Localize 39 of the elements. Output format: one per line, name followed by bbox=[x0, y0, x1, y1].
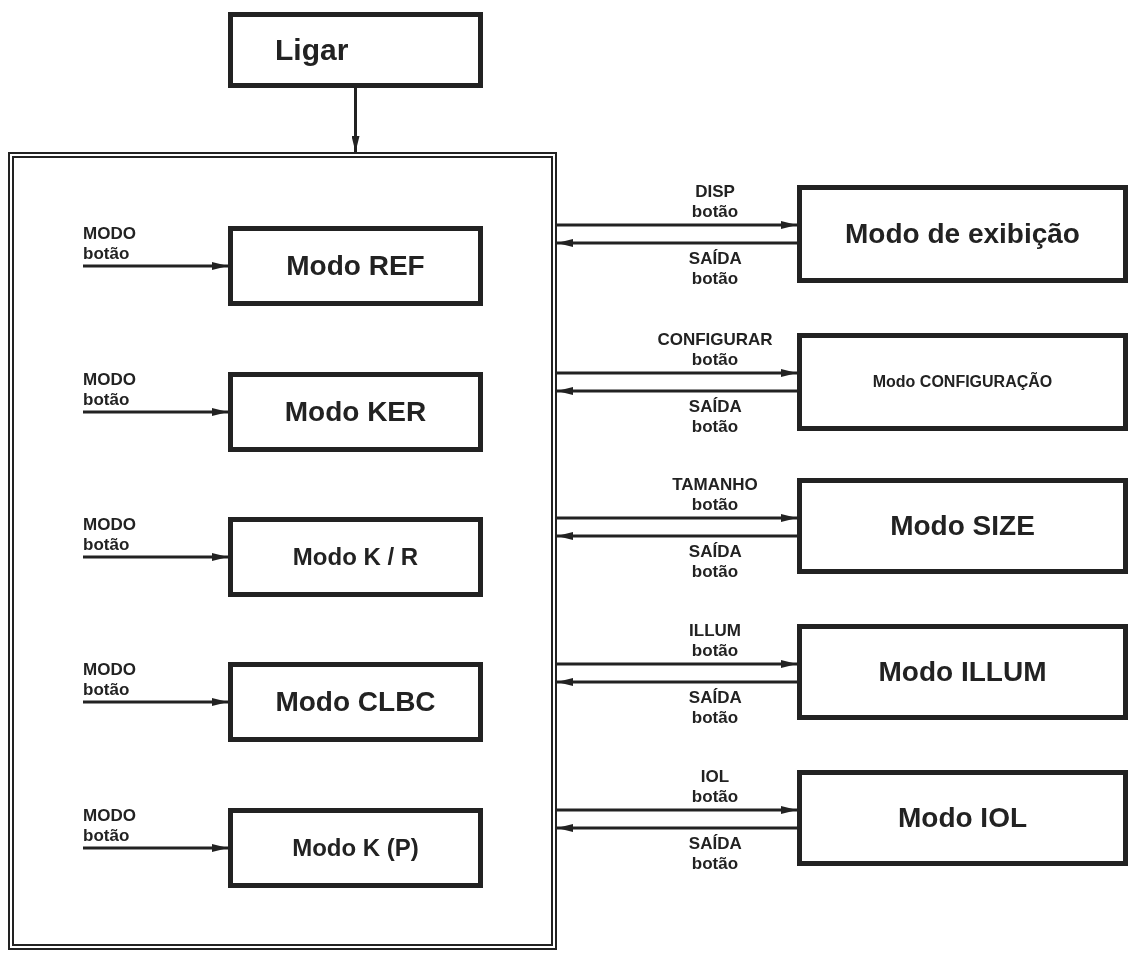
box-label: Modo CONFIGURAÇÃO bbox=[872, 373, 1053, 391]
box-label: Ligar bbox=[275, 33, 349, 67]
box-label: Modo CLBC bbox=[275, 686, 436, 718]
box-label: Modo K / R bbox=[292, 543, 419, 571]
mode-box bbox=[797, 478, 1128, 574]
arrow bbox=[83, 262, 228, 270]
mode-box bbox=[228, 517, 483, 597]
arrow bbox=[83, 698, 228, 706]
mode-box bbox=[797, 624, 1128, 720]
arrow bbox=[557, 824, 797, 832]
box-label: Modo de exibição bbox=[845, 218, 1080, 250]
arrow bbox=[557, 532, 797, 540]
arrow bbox=[557, 678, 797, 686]
arrow bbox=[557, 239, 797, 247]
mode-box bbox=[797, 770, 1128, 866]
box-label: Modo SIZE bbox=[890, 510, 1035, 542]
arrow bbox=[557, 387, 797, 395]
mode-box bbox=[228, 662, 483, 742]
arrow bbox=[83, 408, 228, 416]
mode-box bbox=[797, 185, 1128, 283]
arrow bbox=[557, 806, 797, 814]
box-label: Modo K (P) bbox=[292, 834, 419, 862]
arrow bbox=[83, 553, 228, 561]
box-label: Modo ILLUM bbox=[878, 656, 1047, 688]
mode-box bbox=[228, 226, 483, 306]
box-label: Modo IOL bbox=[897, 802, 1028, 834]
mode-box bbox=[228, 372, 483, 452]
mode-box bbox=[228, 808, 483, 888]
mode-box bbox=[797, 333, 1128, 431]
box-label: Modo REF bbox=[286, 250, 425, 282]
box-label: Modo KER bbox=[284, 396, 427, 428]
mode-group-frame bbox=[8, 152, 557, 950]
arrow bbox=[83, 844, 228, 852]
arrow bbox=[351, 88, 360, 152]
arrow bbox=[557, 514, 797, 522]
start-box bbox=[228, 12, 483, 88]
arrow bbox=[557, 369, 797, 377]
arrow bbox=[557, 221, 797, 229]
arrow bbox=[557, 660, 797, 668]
